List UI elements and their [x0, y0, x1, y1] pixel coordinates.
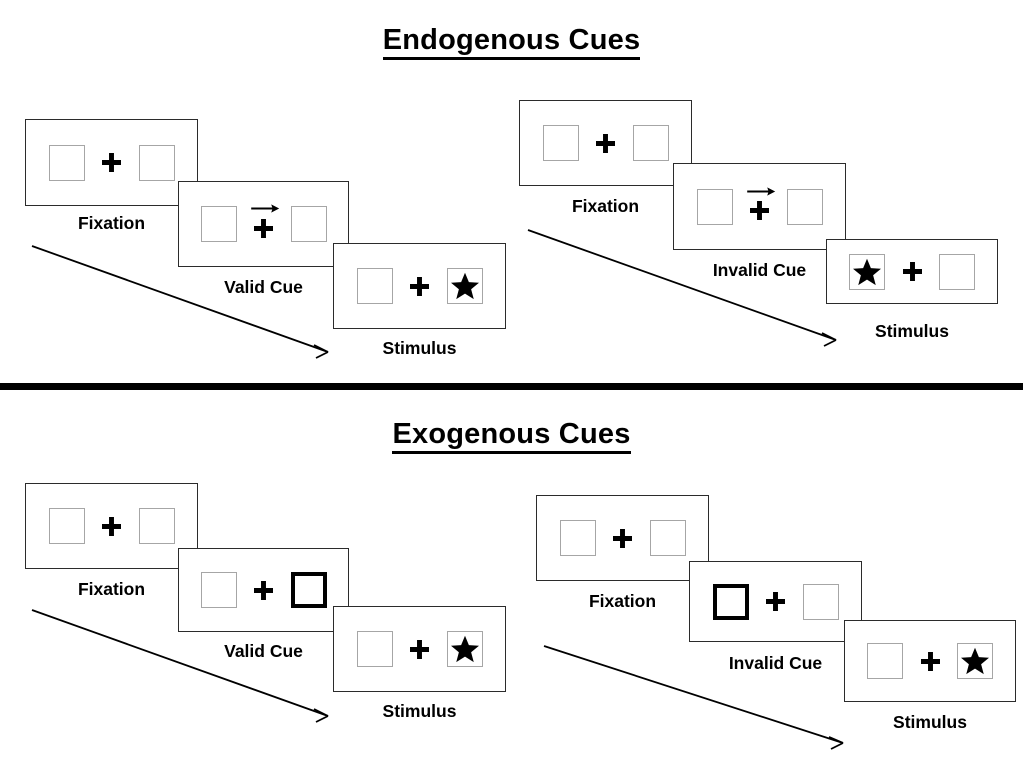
arrow-right-icon — [746, 186, 775, 196]
placeholder-box-left — [696, 188, 733, 225]
cross-icon — [920, 651, 940, 671]
placeholder-box-left — [48, 508, 85, 544]
trial-frame-stimulus — [333, 243, 506, 329]
trial-frame-fixation — [25, 119, 198, 206]
trial-frame-invalid-cue — [673, 163, 846, 250]
trial-frame-valid-cue — [178, 181, 349, 267]
placeholder-box-right — [939, 253, 975, 290]
trial-frame-stimulus — [333, 606, 506, 692]
trial-frame-valid-cue — [178, 548, 349, 632]
section-title-exogenous: Exogenous Cues — [0, 418, 1023, 454]
fixation-cross-wrap — [917, 641, 943, 681]
frame-label-stimulus: Stimulus — [382, 701, 457, 721]
placeholder-box-left — [200, 572, 237, 608]
trial-frame-fixation — [519, 100, 692, 186]
placeholder-box-right — [138, 144, 175, 181]
cued-box-left — [712, 583, 749, 620]
placeholder-box-right — [786, 188, 823, 225]
frame-label-stimulus: Stimulus — [875, 321, 949, 341]
cross-icon — [750, 201, 769, 220]
placeholder-box-left — [559, 520, 596, 556]
placeholder-box-left — [200, 206, 237, 242]
trial-frame-stimulus — [826, 239, 998, 304]
trial-frame-stimulus — [844, 620, 1016, 702]
section-title-endogenous: Endogenous Cues — [0, 24, 1023, 60]
placeholder-box-right — [290, 206, 327, 242]
cross-icon — [613, 528, 632, 548]
arrow-right-icon — [250, 204, 279, 213]
star-icon — [450, 635, 479, 663]
target-box-right — [446, 268, 483, 304]
placeholder-box-left — [356, 268, 393, 304]
time-arrow-endogenous-valid — [31, 245, 329, 359]
placeholder-box-right — [632, 125, 669, 161]
target-box-right — [446, 631, 483, 667]
fixation-cross-wrap — [746, 186, 775, 227]
cued-box-right — [290, 572, 327, 608]
fixation-cross-wrap — [763, 582, 789, 622]
cross-icon — [596, 133, 615, 153]
cross-icon — [410, 639, 429, 659]
fixation-cross-wrap — [99, 506, 125, 546]
frame-label-valid-cue: Valid Cue — [224, 641, 303, 661]
fixation-cross-wrap — [610, 518, 636, 558]
placeholder-box-left — [48, 144, 85, 181]
cross-icon — [102, 153, 121, 172]
frame-label-fixation: Fixation — [571, 196, 640, 216]
fixation-cross-wrap — [407, 266, 433, 306]
placeholder-box-left — [867, 643, 903, 679]
star-icon — [853, 258, 881, 285]
star-icon — [450, 272, 479, 300]
trial-frame-fixation — [25, 483, 198, 569]
time-arrow-endogenous-invalid — [527, 229, 837, 347]
section-title-endogenous-text: Endogenous Cues — [382, 24, 641, 60]
cross-icon — [254, 580, 273, 600]
cross-icon — [902, 262, 922, 281]
section-divider — [0, 383, 1023, 390]
cross-icon — [254, 218, 273, 238]
fixation-cross-wrap — [593, 123, 619, 163]
cross-icon — [410, 276, 429, 296]
time-arrow-exogenous-invalid — [543, 645, 844, 750]
cross-icon — [766, 592, 785, 611]
frame-label-stimulus: Stimulus — [382, 338, 457, 358]
fixation-cross-wrap — [99, 143, 125, 183]
fixation-cross-wrap — [899, 252, 925, 292]
trial-frame-fixation — [536, 495, 709, 581]
star-icon — [961, 647, 989, 675]
placeholder-box-right — [138, 508, 175, 544]
frame-label-valid-cue: Valid Cue — [224, 277, 303, 297]
placeholder-box-right — [649, 520, 686, 556]
time-arrow-exogenous-valid — [31, 609, 329, 723]
frame-label-stimulus: Stimulus — [893, 712, 967, 732]
frame-label-invalid-cue: Invalid Cue — [728, 653, 823, 673]
trial-frame-invalid-cue — [689, 561, 862, 642]
cross-icon — [102, 516, 121, 536]
fixation-cross-wrap — [250, 204, 279, 244]
frame-label-fixation: Fixation — [77, 579, 146, 599]
fixation-cross-wrap — [407, 629, 433, 669]
frame-label-fixation: Fixation — [588, 591, 657, 611]
target-box-left — [849, 253, 885, 290]
frame-label-fixation: Fixation — [77, 213, 146, 233]
frame-label-invalid-cue: Invalid Cue — [712, 260, 807, 280]
section-title-exogenous-text: Exogenous Cues — [392, 418, 631, 454]
placeholder-box-right — [802, 583, 839, 620]
fixation-cross-wrap — [251, 570, 277, 610]
placeholder-box-left — [356, 631, 393, 667]
target-box-right — [957, 643, 993, 679]
placeholder-box-left — [542, 125, 579, 161]
